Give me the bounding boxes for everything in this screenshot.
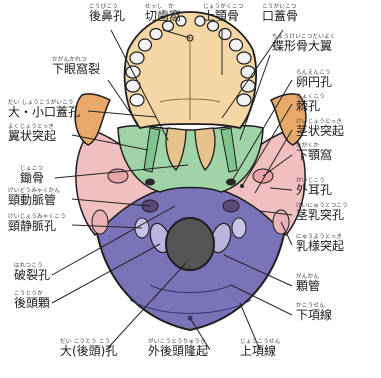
label-pterygoid-process: よくじょうとっき 翼状突起	[8, 124, 56, 143]
label-text: 茎状突起	[296, 125, 344, 138]
label-text: 後頭顆	[14, 297, 50, 310]
label-palatine-bone: こうがいこつ 口蓋骨	[262, 4, 298, 23]
left-foramen-ovale	[145, 179, 155, 186]
label-text: 後鼻孔	[89, 10, 125, 23]
label-text: 下項線	[296, 309, 332, 322]
label-text: 棘孔	[296, 100, 325, 113]
label-maxilla: じょうがくこつ 上顎骨	[203, 4, 244, 23]
label-text: 乳様突起	[296, 240, 344, 253]
label-text: 頸静脈孔	[8, 220, 66, 233]
label-text: 頸動脈管	[8, 194, 60, 207]
label-text: 茎乳突孔	[296, 209, 348, 222]
label-text: 鋤骨	[20, 172, 44, 185]
label-text: 蝶形骨大翼	[272, 40, 336, 53]
label-jugular-foramen: けいじょうみゃくこう 頸静脈孔	[8, 214, 66, 233]
label-text: 下顎窩	[296, 149, 332, 162]
label-vomer: じょこつ 鋤骨	[20, 166, 44, 185]
label-text: 卵円孔	[296, 76, 332, 89]
label-mandibular-fossa: かがくか 下顎窩	[296, 143, 332, 162]
label-stylomastoid-foramen: けいにゅうとつこう 茎乳突孔	[296, 203, 348, 222]
label-hypoglossal-canal: がんかん 顆管	[296, 274, 320, 293]
label-text: 翼状突起	[8, 130, 56, 143]
label-styloid-process: けいじょうとっき 茎状突起	[296, 119, 344, 138]
label-incisive-fossa: せっし か 切歯窩	[145, 4, 181, 23]
label-foramen-lacerum: はれつこう 破裂孔	[14, 263, 50, 282]
label-text: 上顎骨	[203, 10, 244, 23]
right-jugular-foramen	[232, 218, 246, 238]
label-foramen-magnum: だい こうとう こう 大(後頭)孔	[60, 339, 117, 358]
label-foramen-spinosum: きょくこう 棘孔	[296, 94, 325, 113]
label-foramen-ovale: らんえんこう 卵円孔	[296, 70, 332, 89]
label-text: 顆管	[296, 280, 320, 293]
label-text: 外後頭隆起	[148, 345, 208, 358]
right-carotid-canal	[223, 200, 239, 212]
label-greater-lesser-palatine-foramen: だい しょうこうがいこう 大・小口蓋孔	[8, 100, 80, 119]
label-text: 大・小口蓋孔	[8, 106, 80, 119]
label-text: 上項線	[240, 345, 281, 358]
foramen-magnum-hole	[166, 218, 214, 270]
label-text: 下眼窩裂	[52, 63, 100, 76]
label-text: 切歯窩	[145, 10, 181, 23]
label-superior-nuchal-line: じょうこうせん 上項線	[240, 339, 281, 358]
label-occipital-condyle: こうとうか 後頭顆	[14, 291, 50, 310]
label-external-acoustic-meatus: がいじこう 外耳孔	[296, 178, 332, 197]
right-foramen-ovale	[226, 179, 236, 186]
label-inferior-orbital-fissure: かがんかれつ 下眼窩裂	[52, 57, 100, 76]
label-carotid-canal: けいどうみゃくかん 頸動脈管	[8, 188, 60, 207]
label-text: 外耳孔	[296, 184, 332, 197]
label-incisive-foramen: こうびこう 後鼻孔	[89, 4, 125, 23]
label-inferior-nuchal-line: かこうせん 下項線	[296, 303, 332, 322]
label-external-occipital-protuberance: がいこうとうりゅうき 外後頭隆起	[148, 339, 208, 358]
left-mastoid	[92, 210, 108, 234]
label-greater-wing-sphenoid: ちょうけいこつだいよく 蝶形骨大翼	[272, 34, 336, 53]
label-text: 大(後頭)孔	[60, 345, 117, 358]
label-mastoid-process: にゅうようとっき 乳様突起	[296, 234, 344, 253]
label-text: 口蓋骨	[262, 10, 298, 23]
label-text: 破裂孔	[14, 269, 50, 282]
